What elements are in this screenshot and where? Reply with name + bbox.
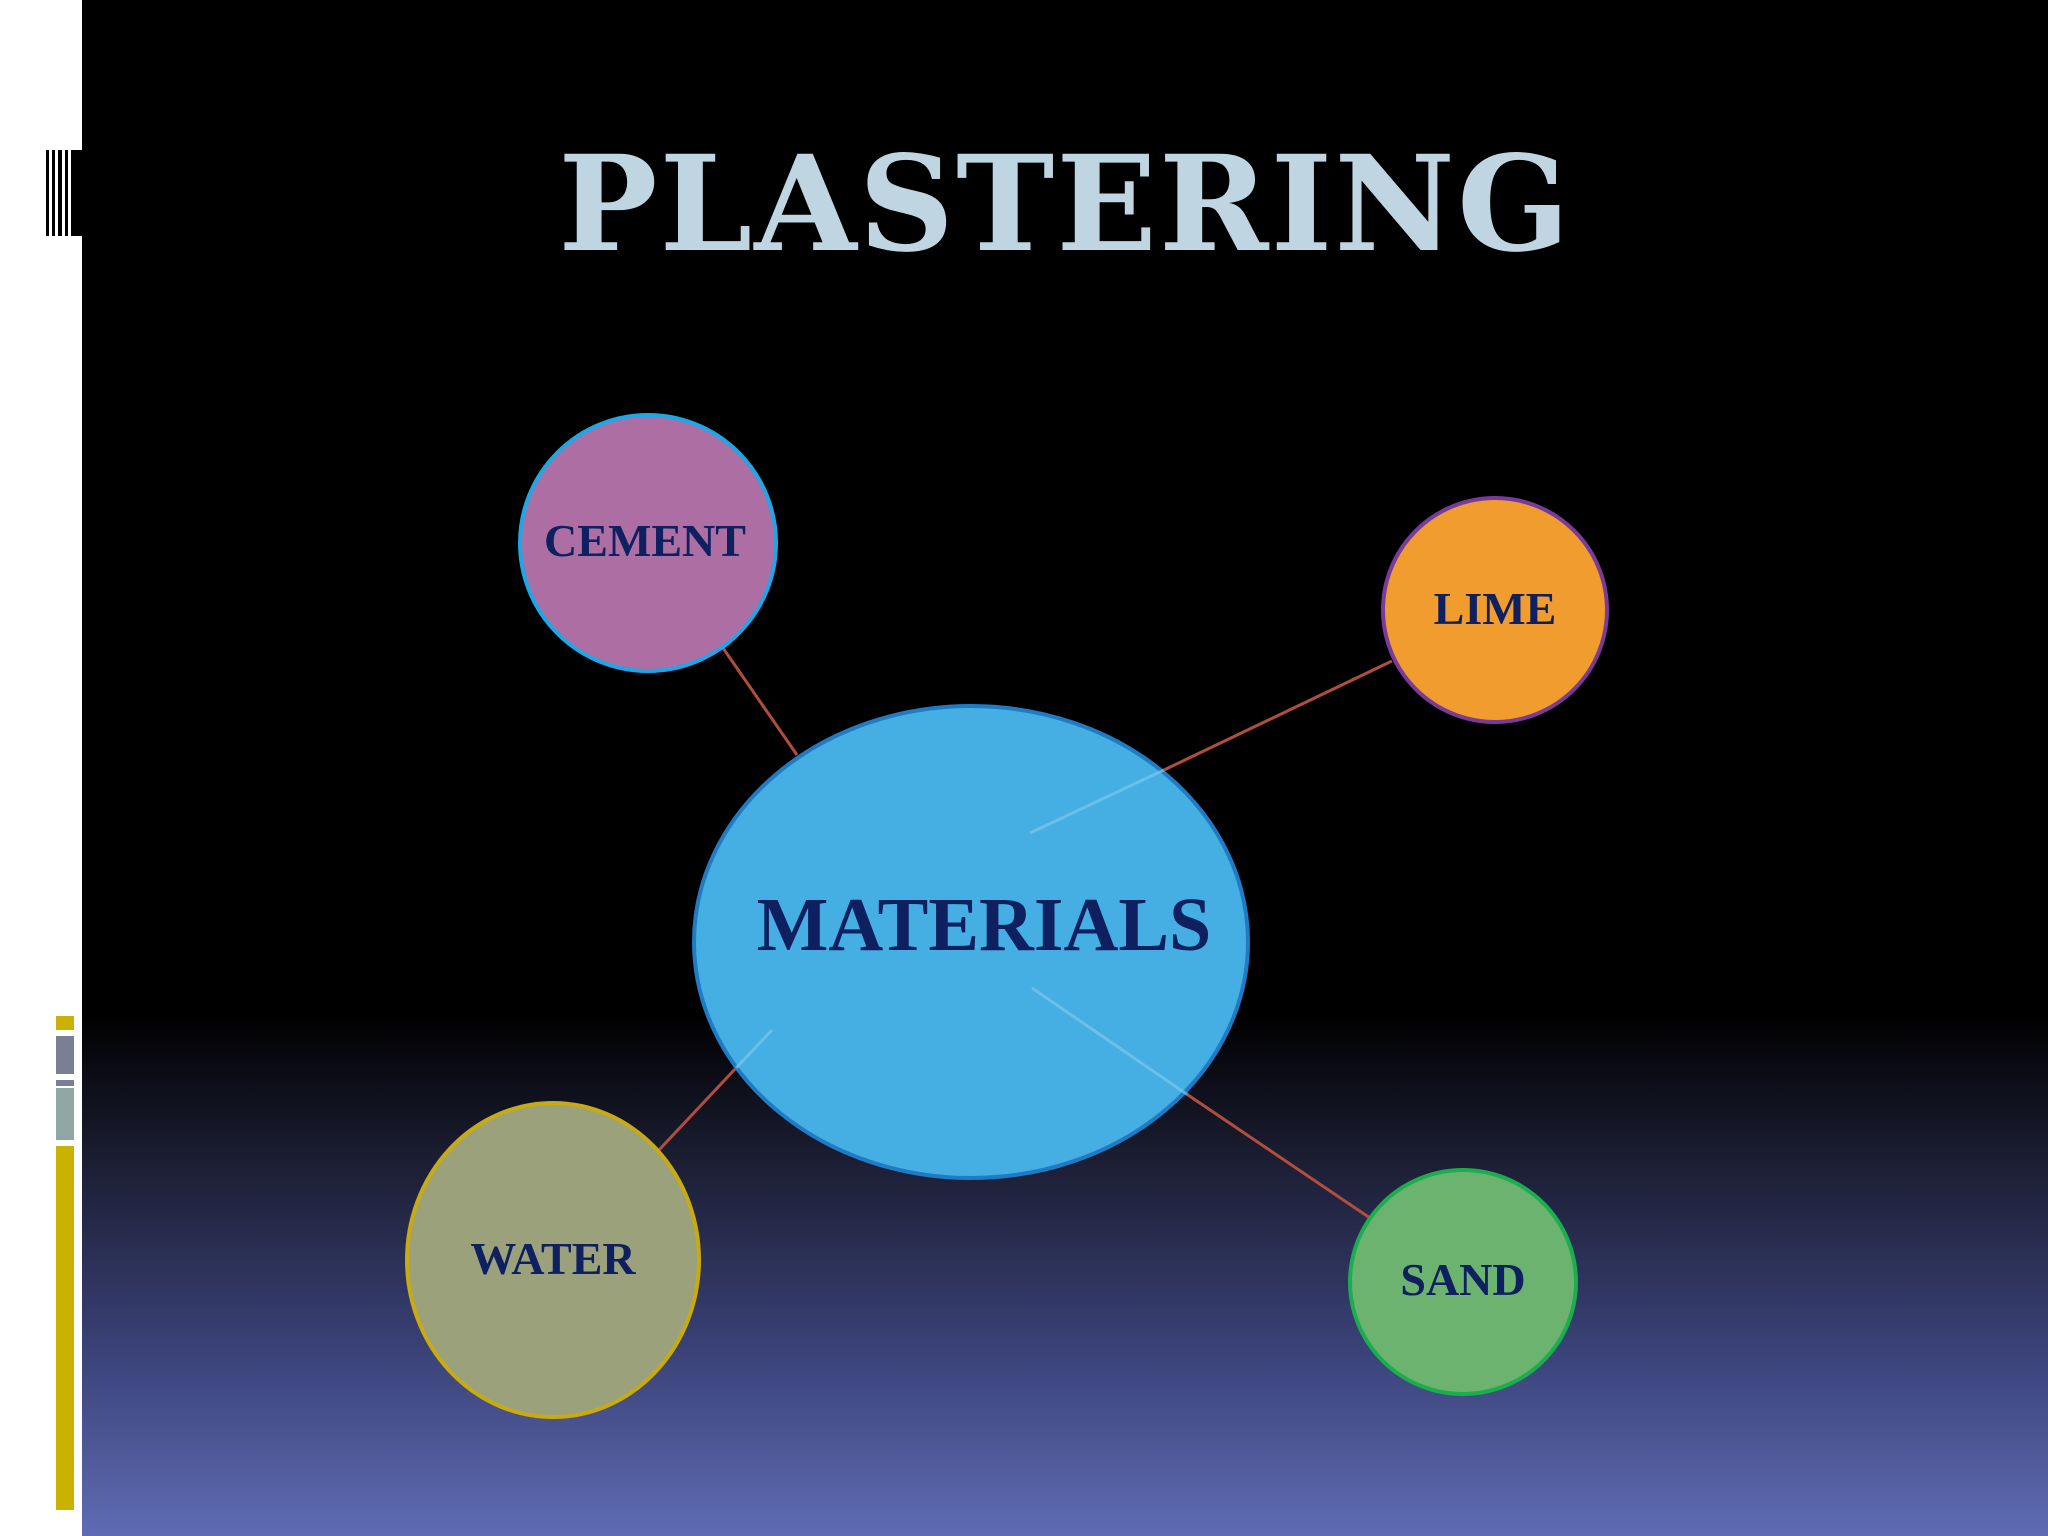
connector-sand bbox=[1187, 1093, 1371, 1220]
water-label: WATER bbox=[470, 1233, 636, 1284]
lime-label: LIME bbox=[1434, 583, 1557, 634]
water-circle bbox=[405, 1101, 701, 1419]
cement-label: CEMENT bbox=[544, 515, 746, 566]
connector-lime bbox=[1163, 659, 1393, 772]
connector-water bbox=[657, 1066, 738, 1152]
sand-circle bbox=[1348, 1168, 1578, 1396]
connector-water-inner bbox=[734, 1028, 774, 1070]
lime-circle bbox=[1381, 496, 1609, 724]
node-sand: SAND bbox=[1348, 1168, 1578, 1396]
node-water: WATER bbox=[405, 1101, 701, 1419]
node-lime: LIME bbox=[1381, 496, 1609, 724]
node-cement: CEMENT bbox=[518, 413, 778, 673]
node-materials: MATERIALS bbox=[692, 704, 1250, 1180]
cement-circle bbox=[518, 413, 778, 673]
materials-ellipse bbox=[692, 704, 1250, 1180]
slide-title: PLASTERING bbox=[558, 127, 1572, 282]
accent-bars-decoration bbox=[56, 1016, 74, 1510]
sand-label: SAND bbox=[1400, 1254, 1525, 1305]
connector-cement bbox=[721, 647, 799, 756]
barcode-decoration bbox=[46, 150, 82, 236]
connector-lime-inner bbox=[1029, 768, 1165, 835]
materials-label: MATERIALS bbox=[757, 883, 1212, 967]
connector-sand-inner bbox=[1031, 986, 1189, 1097]
